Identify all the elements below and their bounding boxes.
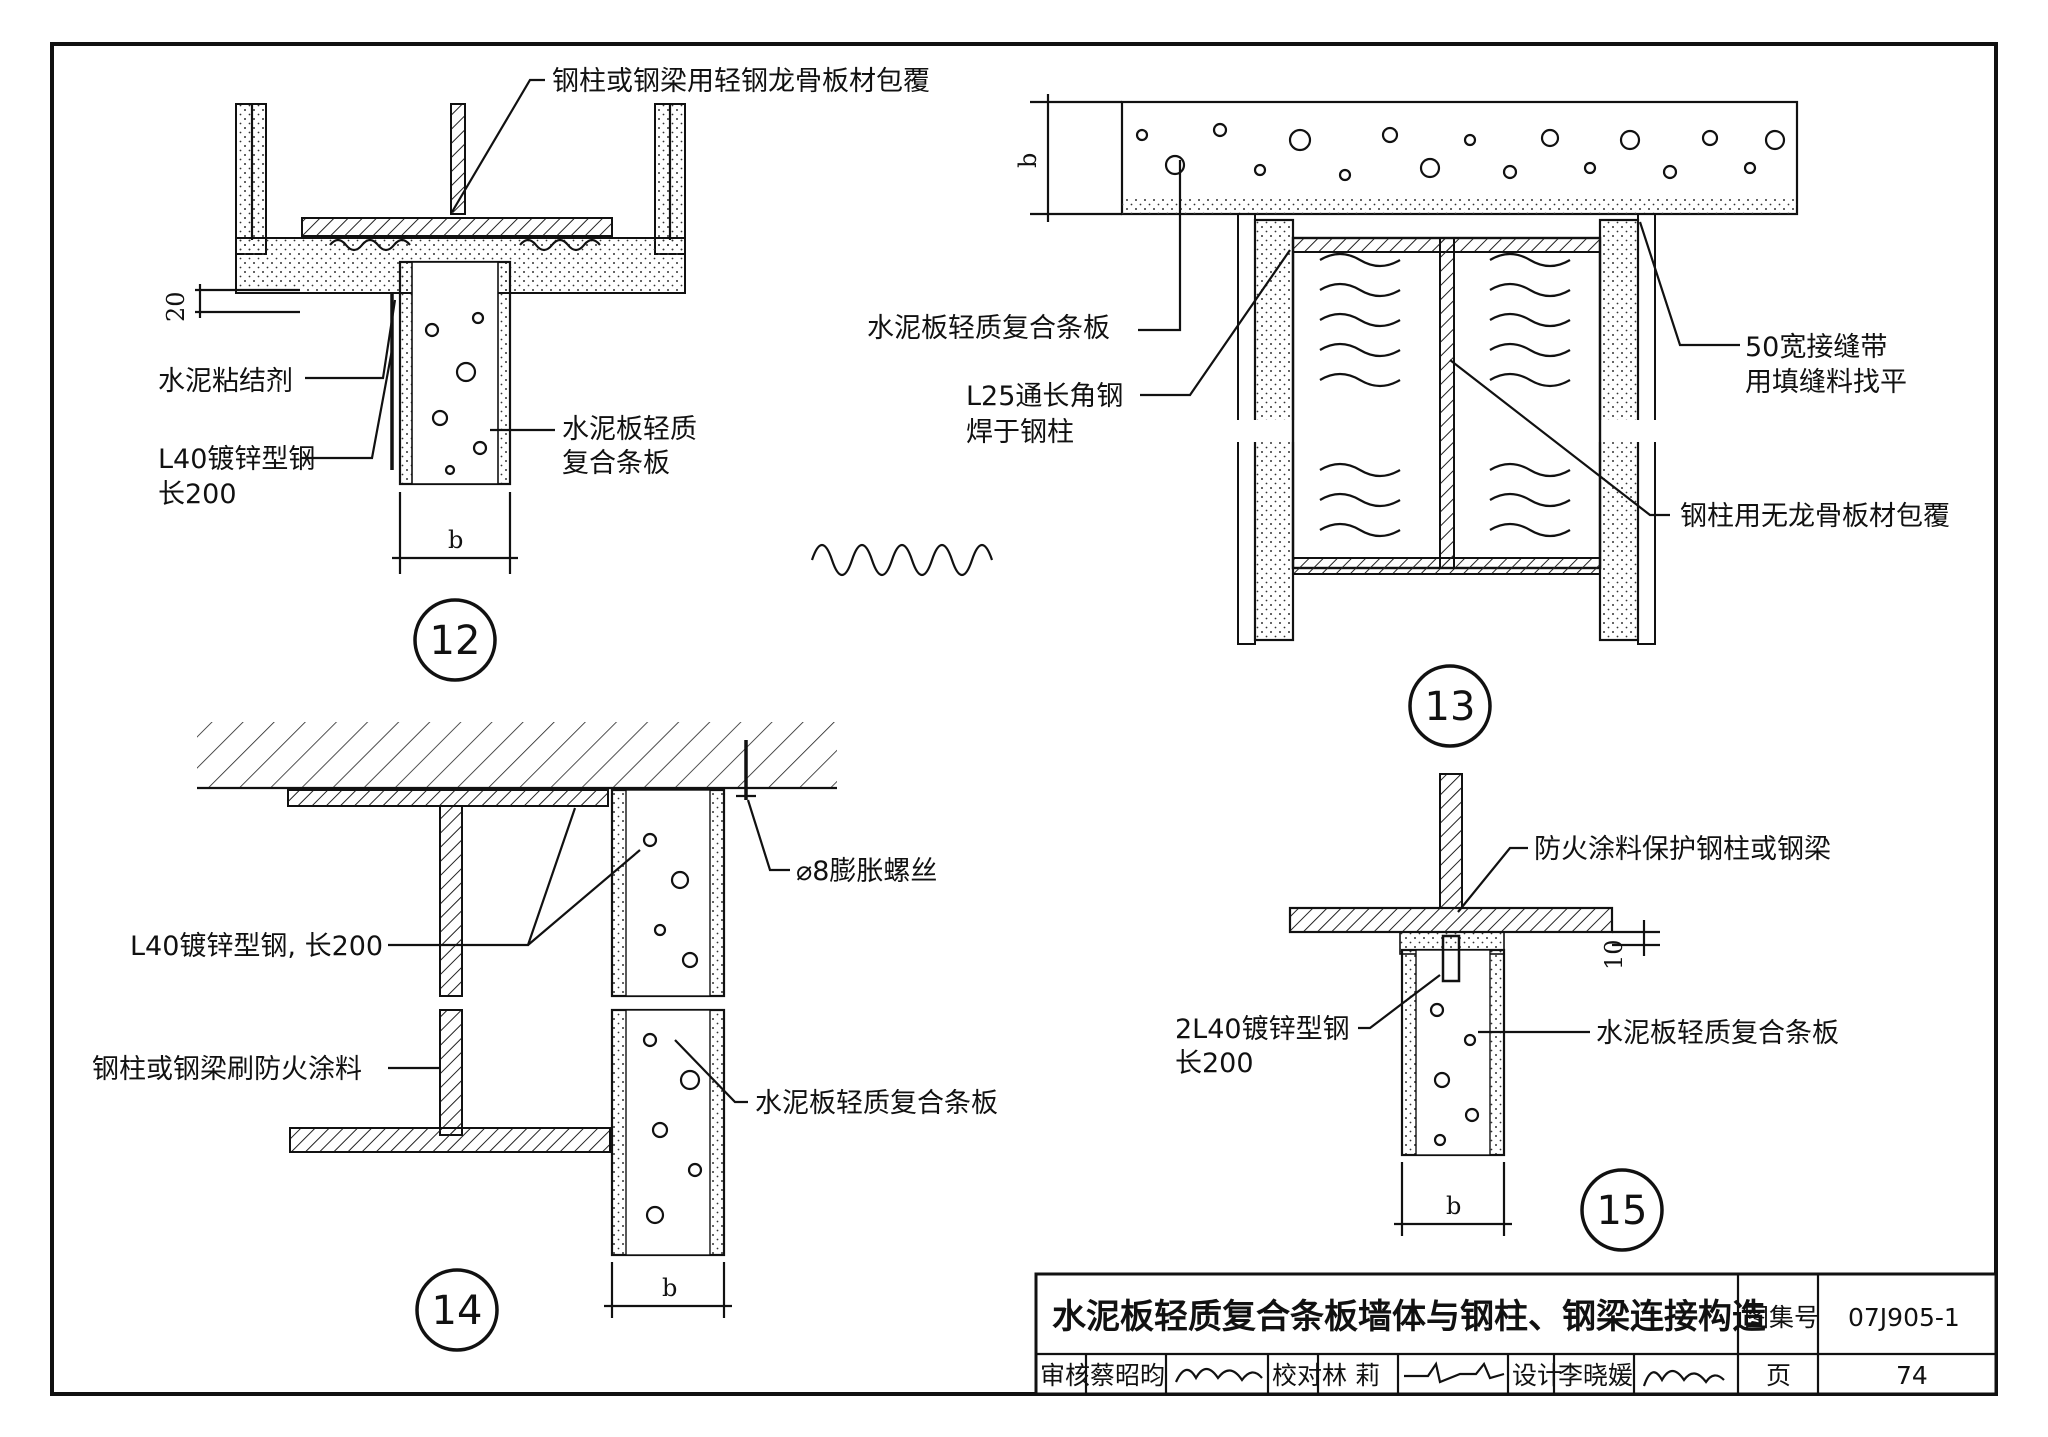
- atlas-number: 07J905-1: [1848, 1303, 1960, 1332]
- d15-label-steel-2: 长200: [1175, 1048, 1254, 1079]
- d14-label-steel: L40镀锌型钢, 长200: [130, 931, 383, 962]
- d13-number: 13: [1425, 684, 1476, 730]
- d15-label-steel-1: 2L40镀锌型钢: [1175, 1014, 1350, 1045]
- detail-12: 20 b 钢柱或钢梁用轻钢龙骨板材包覆 水泥粘结剂 L40镀锌型钢 长200 水…: [158, 66, 930, 682]
- checker-name: 林 莉: [1322, 1361, 1380, 1390]
- detail-15: 10 b 防火涂料保护钢柱或钢梁 2L40镀锌型钢 长200 水泥板轻质复合条板…: [1175, 773, 1839, 1252]
- d12-number: 12: [430, 618, 481, 664]
- page-number: 74: [1896, 1361, 1928, 1390]
- insulation-legend-symbol: [810, 543, 994, 577]
- d13-label-cover: 钢柱用无龙骨板材包覆: [1680, 501, 1950, 532]
- check-label: 校对: [1272, 1361, 1322, 1390]
- d12-label-cover: 钢柱或钢梁用轻钢龙骨板材包覆: [552, 66, 930, 97]
- d13-label-angle-2: 焊于钢柱: [966, 417, 1074, 448]
- d12-label-steel-2: 长200: [158, 479, 237, 510]
- d15-label-fire: 防火涂料保护钢柱或钢梁: [1534, 834, 1831, 865]
- d15-number: 15: [1597, 1188, 1648, 1234]
- title-block: 水泥板轻质复合条板墙体与钢柱、钢梁连接构造 图集号 07J905-1 审核 蔡昭…: [1034, 1272, 1998, 1396]
- d13-label-angle-1: L25通长角钢: [966, 381, 1123, 412]
- detail-13: b 水泥板轻质复合条板 L25通长角钢 焊于钢柱 50宽接缝带 用填缝料找平 钢…: [867, 94, 1950, 748]
- d12-label-panel-2: 复合条板: [562, 448, 670, 479]
- reviewer-signature: [1174, 1367, 1263, 1383]
- reviewer-name: 蔡昭昀: [1090, 1361, 1165, 1390]
- d15-dim-10: 10: [1600, 939, 1628, 970]
- d12-dim-20: 20: [162, 291, 190, 322]
- d14-dim-b: b: [662, 1274, 677, 1302]
- d15-dim-b: b: [1446, 1192, 1461, 1220]
- designer-name: 李晓媛: [1558, 1361, 1633, 1390]
- drawing-title: 水泥板轻质复合条板墙体与钢柱、钢梁连接构造: [1052, 1297, 1766, 1337]
- d13-dim-b: b: [1014, 153, 1042, 168]
- d14-number: 14: [432, 1288, 483, 1334]
- d14-label-paint: 钢柱或钢梁刷防火涂料: [92, 1054, 362, 1085]
- d12-label-panel-1: 水泥板轻质: [562, 414, 697, 445]
- designer-signature: [1642, 1369, 1725, 1387]
- design-label: 设计: [1512, 1361, 1562, 1390]
- d12-dim-b: b: [448, 526, 463, 554]
- review-label: 审核: [1040, 1361, 1090, 1390]
- d14-label-bolt: ⌀8膨胀螺丝: [796, 856, 937, 887]
- d12-label-steel-1: L40镀锌型钢: [158, 444, 315, 475]
- atlas-label: 图集号: [1744, 1303, 1819, 1332]
- page-label: 页: [1766, 1361, 1791, 1390]
- detail-14: b ⌀8膨胀螺丝 L40镀锌型钢, 长200 钢柱或钢梁刷防火涂料 水泥板轻质复…: [92, 722, 998, 1352]
- d15-label-panel: 水泥板轻质复合条板: [1596, 1018, 1839, 1049]
- d12-label-adhesive: 水泥粘结剂: [158, 366, 293, 397]
- d13-label-tape-2: 用填缝料找平: [1745, 367, 1907, 398]
- outer-frame: [50, 42, 1998, 1396]
- d13-label-tape-1: 50宽接缝带: [1745, 332, 1887, 363]
- d14-label-panel: 水泥板轻质复合条板: [755, 1088, 998, 1119]
- d13-label-panel: 水泥板轻质复合条板: [867, 313, 1110, 344]
- checker-signature: [1404, 1361, 1505, 1384]
